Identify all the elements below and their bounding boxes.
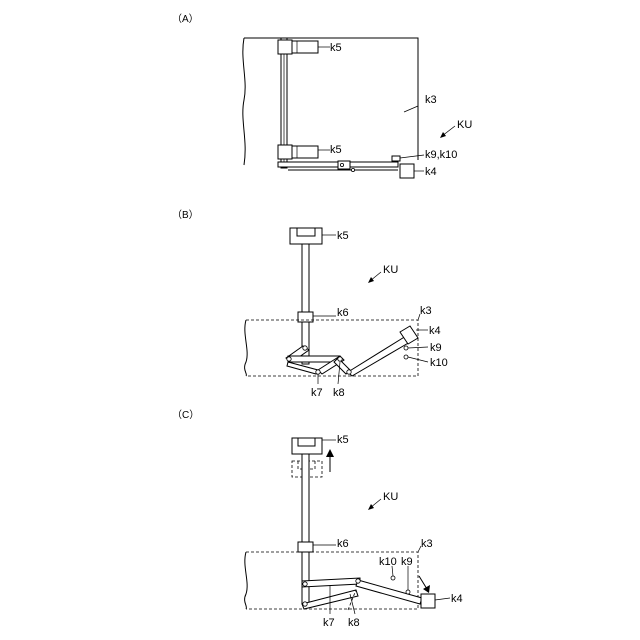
k10-point bbox=[404, 355, 408, 359]
label-k9-k10: k9,k10 bbox=[425, 149, 457, 161]
k6-slider-c bbox=[298, 542, 313, 552]
ku-arrow-icon-c bbox=[368, 504, 374, 510]
label-k3-b: k3 bbox=[420, 305, 432, 317]
label-k5: k5 bbox=[337, 230, 349, 242]
label-k6-c: k6 bbox=[337, 538, 349, 550]
panel-b-label: （B） bbox=[172, 209, 199, 221]
label-k4: k4 bbox=[425, 166, 437, 178]
k5-bottom-unit bbox=[278, 145, 330, 159]
panel-c-label: （C） bbox=[172, 409, 199, 421]
ku-arrow-icon-b bbox=[368, 277, 374, 283]
panel-c: （C） k5 k6 k4 bbox=[172, 409, 463, 629]
k6-slider bbox=[298, 312, 313, 322]
label-k4-c: k4 bbox=[451, 593, 463, 605]
label-ku: KU bbox=[457, 119, 472, 131]
label-k5-top: k5 bbox=[330, 42, 342, 54]
k9-point-c bbox=[406, 590, 410, 594]
k4-block bbox=[400, 164, 414, 178]
label-k3: k3 bbox=[425, 94, 437, 106]
ku-arrow-icon bbox=[440, 132, 446, 138]
label-k9-c: k9 bbox=[401, 556, 413, 568]
down-right-arrow-icon bbox=[423, 585, 430, 593]
k5-top-unit bbox=[278, 40, 330, 54]
label-k9-b: k9 bbox=[430, 342, 442, 354]
label-k4-b: k4 bbox=[429, 325, 441, 337]
label-k10-c: k10 bbox=[379, 556, 397, 568]
linkage-arms-c bbox=[302, 578, 422, 609]
k9-point bbox=[404, 346, 408, 350]
label-k7-b: k7 bbox=[311, 387, 323, 399]
label-k8-b: k8 bbox=[333, 387, 345, 399]
label-k6: k6 bbox=[337, 307, 349, 319]
label-ku-c: KU bbox=[383, 491, 398, 503]
panel-a: （A） k5 k5 bbox=[172, 13, 472, 178]
wall-k3 bbox=[244, 38, 418, 160]
label-k7-c: k7 bbox=[323, 617, 335, 629]
label-k10-b: k10 bbox=[430, 357, 448, 369]
k10-point-c bbox=[391, 576, 395, 580]
label-k5-bottom: k5 bbox=[330, 144, 342, 156]
wall-break-left bbox=[243, 38, 245, 165]
up-arrow-icon bbox=[326, 449, 334, 457]
k4-gripper-c bbox=[421, 594, 435, 608]
label-k5-c: k5 bbox=[337, 434, 349, 446]
label-k8-c: k8 bbox=[348, 617, 360, 629]
panel-a-label: （A） bbox=[172, 13, 199, 25]
panel-b: （B） k5 k6 k4 bbox=[172, 209, 448, 399]
label-ku-b: KU bbox=[383, 264, 398, 276]
label-k3-c: k3 bbox=[421, 538, 433, 550]
